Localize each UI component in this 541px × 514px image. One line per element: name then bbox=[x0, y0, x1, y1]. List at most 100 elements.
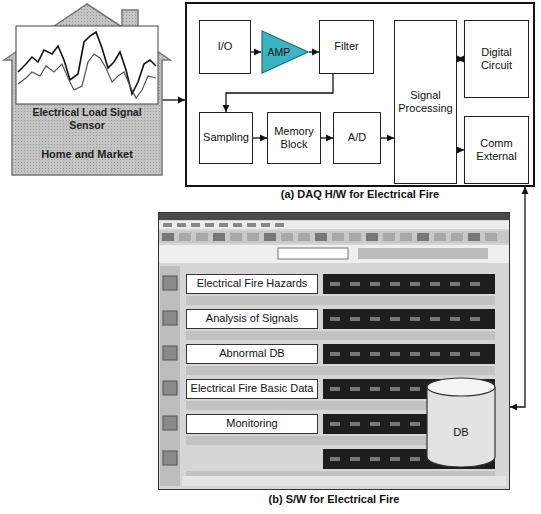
figure-rect bbox=[163, 416, 177, 430]
connector-arrow bbox=[251, 49, 261, 56]
figure-rect bbox=[219, 223, 228, 227]
arrowhead bbox=[387, 135, 394, 142]
figure-rect bbox=[332, 233, 344, 241]
house-sensor: Electrical Load Signal SensorHome and Ma… bbox=[2, 2, 172, 177]
figure-rect bbox=[390, 457, 400, 461]
arrowhead bbox=[223, 105, 230, 112]
figure-rect bbox=[450, 317, 460, 321]
figure-ellipse bbox=[427, 378, 495, 396]
connector-arrow bbox=[223, 74, 334, 112]
figure-rect bbox=[247, 233, 259, 241]
figure-rect bbox=[410, 317, 420, 321]
figure-rect bbox=[370, 387, 380, 391]
figure-rect bbox=[323, 274, 495, 294]
node-text: Electrical Fire Basic Data bbox=[191, 382, 314, 395]
connector-line bbox=[226, 74, 333, 112]
node-text: Analysis of Signals bbox=[206, 312, 298, 325]
figure-rect bbox=[350, 317, 360, 321]
figure-rect bbox=[350, 387, 360, 391]
figure-rect bbox=[163, 276, 177, 290]
figure-rect bbox=[430, 282, 440, 286]
process-box: Filter bbox=[319, 20, 374, 74]
figure-rect bbox=[390, 317, 400, 321]
daq-hardware-frame: (a) DAQ H/W for Electrical FireI/OAMPFil… bbox=[185, 2, 535, 187]
figure-rect bbox=[159, 221, 509, 229]
figure-rect bbox=[349, 233, 361, 241]
figure-rect bbox=[350, 352, 360, 356]
figure-rect bbox=[330, 282, 340, 286]
node-text: Monitoring bbox=[226, 417, 277, 430]
figure-rect bbox=[186, 366, 495, 375]
figure-rect bbox=[323, 344, 495, 364]
figure-rect bbox=[186, 296, 495, 305]
figure-rect bbox=[450, 282, 460, 286]
connector-arrow bbox=[253, 135, 267, 142]
figure-rect bbox=[470, 352, 480, 356]
arrowhead bbox=[326, 135, 333, 142]
figure-rect bbox=[186, 331, 495, 340]
figure-rect bbox=[159, 231, 509, 243]
software-label-box: Monitoring bbox=[186, 414, 318, 434]
figure-caption: (b) S/W for Electrical Fire bbox=[158, 493, 510, 505]
database-shape bbox=[426, 377, 496, 467]
figure-rect bbox=[370, 457, 380, 461]
node-text: DB bbox=[453, 426, 468, 439]
connector-line bbox=[510, 187, 525, 407]
figure-rect bbox=[323, 379, 495, 399]
arrowhead bbox=[312, 49, 319, 56]
figure-rect bbox=[323, 309, 495, 329]
arrowhead bbox=[254, 49, 261, 56]
connector-arrow bbox=[321, 135, 333, 142]
figure-rect bbox=[485, 233, 497, 241]
figure-rect bbox=[159, 245, 509, 263]
node-text: Home and Market bbox=[22, 148, 152, 161]
figure-rect bbox=[160, 266, 180, 486]
connector-arrow bbox=[162, 97, 185, 104]
figure-rect bbox=[281, 233, 293, 241]
figure-caption: (a) DAQ H/W for Electrical Fire bbox=[187, 188, 533, 200]
node-text: Comm External bbox=[467, 137, 526, 163]
node-text: Sampling bbox=[203, 131, 249, 144]
figure-rect bbox=[410, 352, 420, 356]
connector-arrow bbox=[457, 147, 464, 154]
process-box: Signal Processing bbox=[394, 20, 457, 184]
figure-rect bbox=[330, 387, 340, 391]
figure-rect bbox=[383, 233, 395, 241]
figure-rect bbox=[298, 233, 310, 241]
software-screenshot: (b) S/W for Electrical FireElectrical Fi… bbox=[158, 212, 510, 490]
figure-rect bbox=[350, 457, 360, 461]
figure-rect bbox=[330, 422, 340, 426]
figure-rect bbox=[430, 317, 440, 321]
figure-path bbox=[18, 54, 156, 98]
node-text: A/D bbox=[348, 131, 366, 144]
figure-rect bbox=[162, 233, 174, 241]
figure-rect bbox=[163, 223, 172, 227]
figure-rect bbox=[278, 248, 348, 259]
figure-rect bbox=[177, 223, 186, 227]
amplifier-triangle: AMP bbox=[261, 30, 309, 74]
figure-path bbox=[427, 387, 495, 467]
figure-rect bbox=[370, 352, 380, 356]
software-label-box: Abnormal DB bbox=[186, 344, 318, 364]
figure-rect bbox=[350, 282, 360, 286]
node-text: Digital Circuit bbox=[467, 46, 526, 72]
figure-rect bbox=[468, 233, 480, 241]
process-box: A/D bbox=[333, 112, 381, 164]
connector-arrow bbox=[309, 49, 319, 56]
figure-rect bbox=[410, 457, 420, 461]
figure-rect bbox=[205, 223, 214, 227]
figure-rect bbox=[159, 213, 510, 490]
figure-rect bbox=[470, 317, 480, 321]
figure-rect bbox=[400, 233, 412, 241]
figure-rect bbox=[470, 282, 480, 286]
figure-rect bbox=[410, 387, 420, 391]
database-cylinder: DB bbox=[426, 377, 496, 467]
figure-rect bbox=[315, 233, 327, 241]
figure-rect bbox=[163, 311, 177, 325]
figure-rect bbox=[163, 381, 177, 395]
process-box: Memory Block bbox=[267, 112, 321, 164]
figure-rect bbox=[434, 233, 446, 241]
arrowhead bbox=[510, 404, 517, 411]
node-text: I/O bbox=[218, 40, 233, 53]
